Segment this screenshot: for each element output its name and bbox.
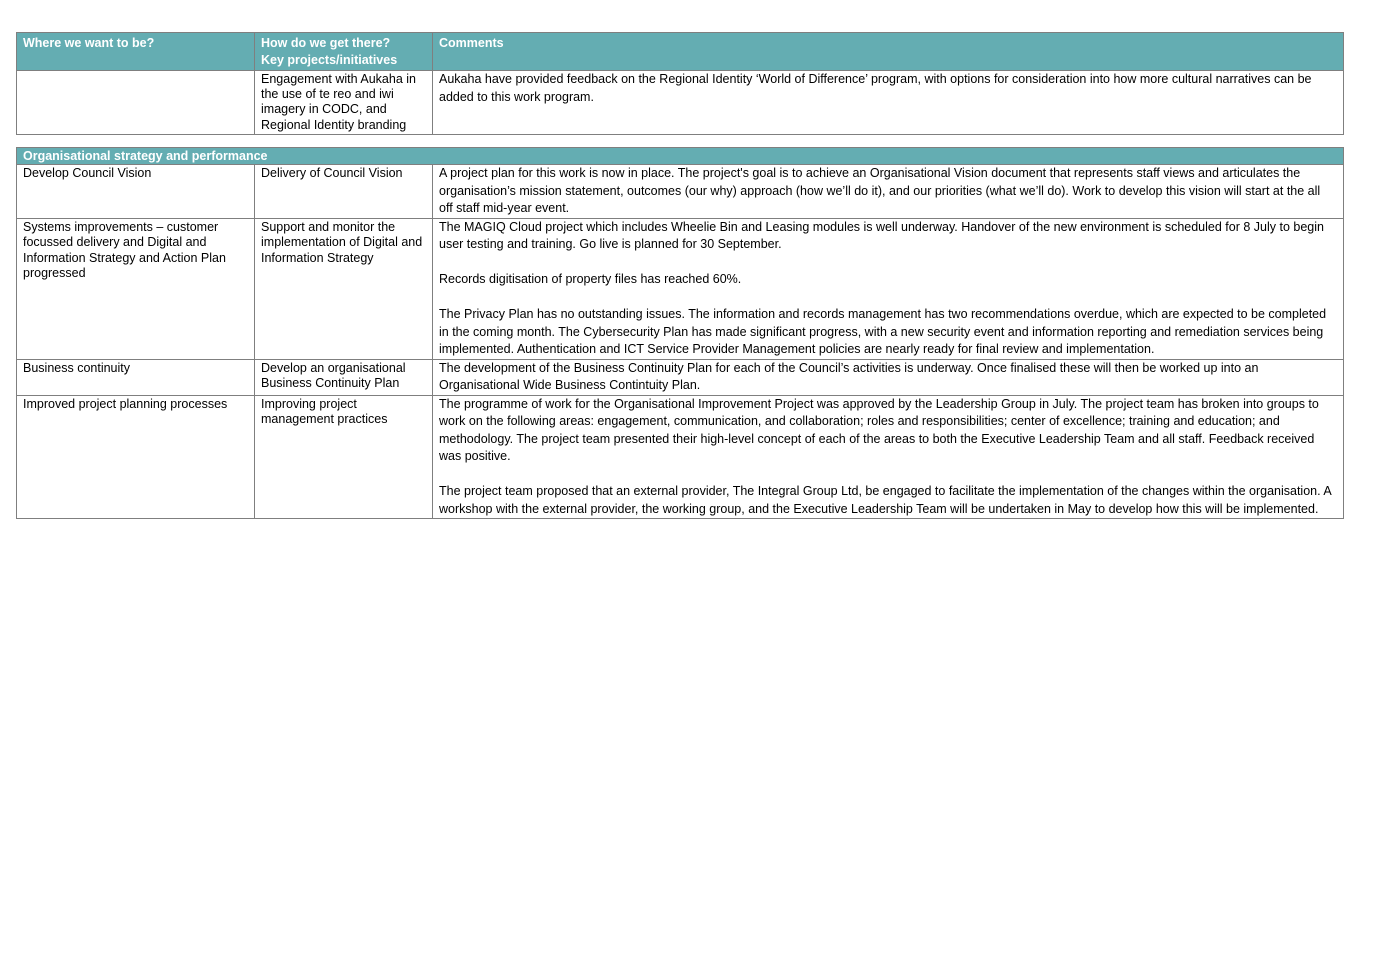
- comments-cell: The programme of work for the Organisati…: [431, 394, 1345, 519]
- comment-paragraph: The development of the Business Continui…: [439, 360, 1259, 393]
- comments-cell: Aukaha have provided feedback on the Reg…: [432, 70, 1344, 135]
- comment-paragraph: Aukaha have provided feedback on the Reg…: [439, 72, 1312, 104]
- initiative-cell: Engagement with Aukaha in the use of te …: [254, 70, 433, 135]
- initiative-cell: Improving project management practices: [254, 394, 433, 519]
- header-how-line2: Key projects/initiatives: [261, 52, 398, 67]
- table-row: Develop Council Vision Delivery of Counc…: [16, 164, 1345, 219]
- comment-paragraph: The Privacy Plan has no outstanding issu…: [439, 307, 1327, 356]
- comment-paragraph: The MAGIQ Cloud project which includes W…: [439, 219, 1324, 252]
- table-row: Engagement with Aukaha in the use of te …: [16, 70, 1344, 135]
- header-how-do-we-get-there: How do we get there? Key projects/initia…: [254, 32, 433, 71]
- goal-cell: Systems improvements – customer focussed…: [16, 217, 255, 360]
- comments-cell: A project plan for this work is now in p…: [431, 164, 1345, 219]
- initiative-cell: Support and monitor the implementation o…: [254, 217, 433, 360]
- header-comments: Comments: [432, 32, 1344, 71]
- comments-cell: The MAGIQ Cloud project which includes W…: [431, 217, 1345, 360]
- initiative-cell: Develop an organisational Business Conti…: [254, 358, 433, 396]
- table-row: Improved project planning processes Impr…: [16, 394, 1345, 519]
- table-row: Systems improvements – customer focussed…: [16, 217, 1345, 360]
- table-row: Business continuity Develop an organisat…: [16, 358, 1345, 396]
- comment-paragraph: Records digitisation of property files h…: [439, 272, 742, 286]
- goal-cell: Develop Council Vision: [16, 164, 255, 219]
- comment-paragraph: The project team proposed that an extern…: [439, 484, 1332, 516]
- comment-paragraph: A project plan for this work is now in p…: [439, 166, 1321, 215]
- header-where-we-want-to-be: Where we want to be?: [16, 32, 255, 71]
- comment-paragraph: The programme of work for the Organisati…: [439, 396, 1319, 464]
- table-header-row: Where we want to be? How do we get there…: [16, 32, 1344, 71]
- initiative-cell: Delivery of Council Vision: [254, 164, 433, 219]
- section-header-row: Organisational strategy and performance: [15, 147, 1345, 165]
- goal-cell: Improved project planning processes: [16, 394, 255, 519]
- header-how-line1: How do we get there?: [261, 36, 391, 50]
- strategy-table-top: Where we want to be? How do we get there…: [16, 32, 1344, 135]
- comments-cell: The development of the Business Continui…: [431, 358, 1345, 396]
- goal-cell: [16, 70, 255, 135]
- section-title: Organisational strategy and performance: [15, 147, 1345, 165]
- goal-cell: Business continuity: [16, 358, 255, 396]
- organisational-strategy-table: Organisational strategy and performance …: [15, 147, 1345, 519]
